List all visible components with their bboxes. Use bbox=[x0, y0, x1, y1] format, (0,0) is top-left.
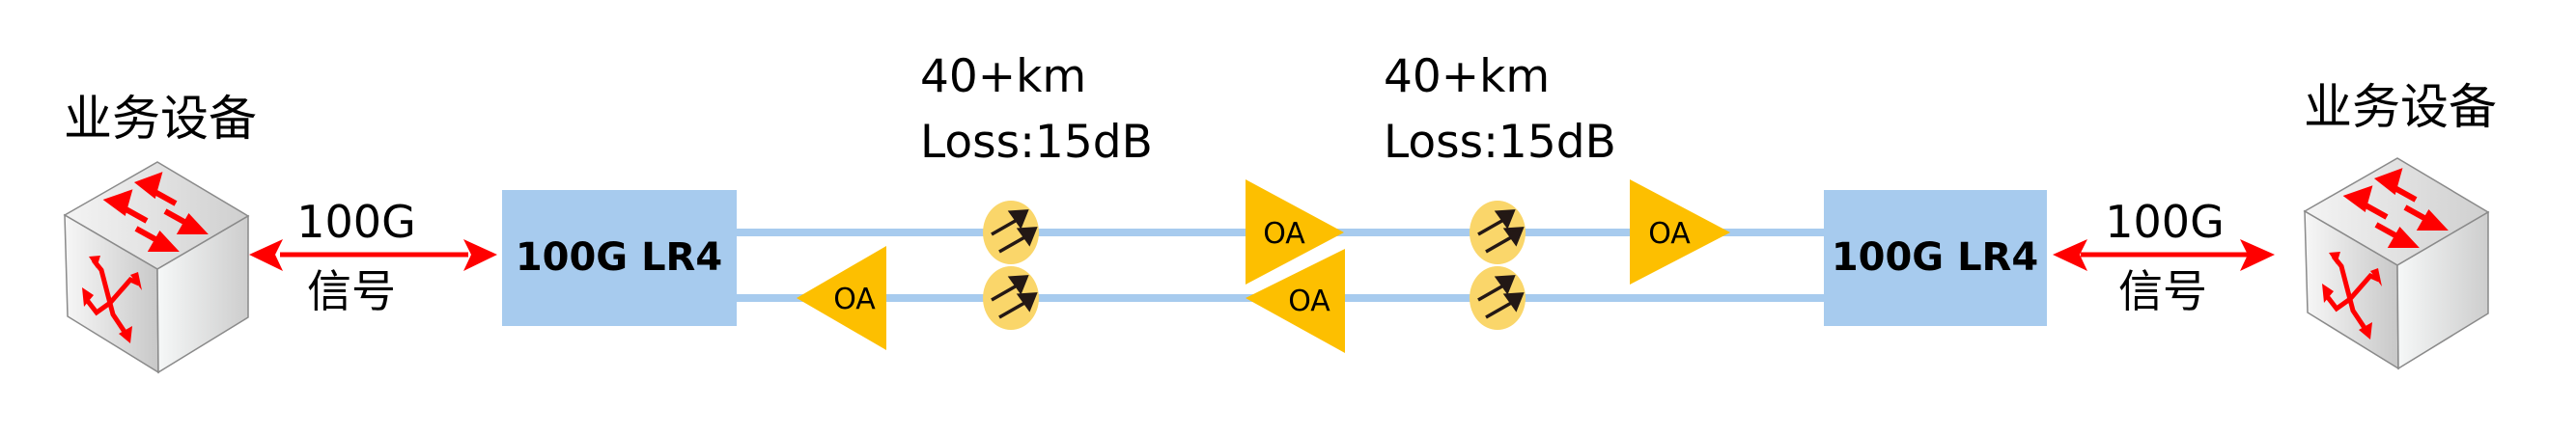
span-1-top-attenuator-icon bbox=[981, 199, 1041, 266]
span-2-loss: Loss:15dB bbox=[1384, 116, 1616, 169]
right-switch-cube-icon bbox=[2305, 158, 2488, 368]
right-link-rate: 100G bbox=[2105, 196, 2224, 248]
right-device-label: 业务设备 bbox=[2304, 79, 2497, 135]
amplifier-oa-3: OA bbox=[1246, 249, 1345, 353]
left-device-label: 业务设备 bbox=[64, 91, 257, 147]
right-signal-arrow bbox=[2053, 239, 2275, 271]
amplifier-oa-4-label: OA bbox=[1648, 217, 1691, 251]
span-1-distance: 40+km bbox=[920, 50, 1086, 103]
span-1-bottom-attenuator-icon bbox=[981, 264, 1041, 332]
right-lr4-module bbox=[1824, 190, 2047, 326]
amplifier-oa-4: OA bbox=[1630, 179, 1730, 285]
amplifier-oa-2-label: OA bbox=[1263, 217, 1305, 251]
amplifier-oa-1: OA bbox=[797, 246, 886, 350]
left-lr4-module-label: 100G LR4 bbox=[516, 235, 722, 280]
span-2-top-attenuator-icon bbox=[1468, 199, 1527, 266]
left-lr4-module bbox=[502, 190, 737, 326]
amplifier-oa-1-label: OA bbox=[833, 283, 876, 316]
amplifier-oa-2: OA bbox=[1246, 179, 1344, 285]
left-switch-cube-icon bbox=[65, 162, 248, 372]
right-lr4-module-label: 100G LR4 bbox=[1832, 235, 2038, 280]
left-link-rate: 100G bbox=[296, 196, 415, 248]
amplifier-oa-3-label: OA bbox=[1288, 285, 1330, 318]
left-link-signal: 信号 bbox=[307, 265, 396, 317]
right-link-signal: 信号 bbox=[2118, 265, 2207, 317]
span-1-loss: Loss:15dB bbox=[920, 116, 1153, 169]
left-signal-arrow bbox=[249, 239, 497, 271]
span-2-bottom-attenuator-icon bbox=[1468, 264, 1527, 332]
span-2-distance: 40+km bbox=[1384, 50, 1550, 103]
